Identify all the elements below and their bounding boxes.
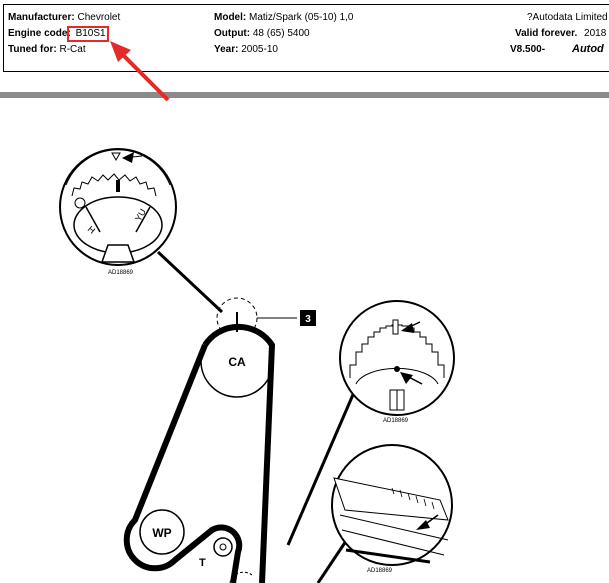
tensioner-label: T [199,557,206,569]
year-value: 2005-10 [241,44,278,55]
figure-code-2: AD18869 [383,418,409,424]
output-field: Output: 48 (65) 5400 [214,28,310,40]
valid-label: Valid forever. [515,28,578,39]
divider-bar [0,92,609,98]
engine-code-field: Engine code: B10S1 [8,28,106,40]
output-value: 48 (65) 5400 [252,28,310,39]
figure-code-3: AD18869 [367,568,393,574]
copyright-text: ?Autodata Limited [527,12,608,23]
header-info-box [3,4,609,72]
valid-field: Valid forever. 2018 [515,28,606,40]
callout-number: 3 [305,314,311,325]
valid-value: 2018 [584,28,607,39]
tuned-for-label: Tuned for: [8,44,57,55]
manufacturer-label: Manufacturer: [8,12,75,23]
camshaft-detail [59,148,177,266]
water-pump-pulley [139,509,185,555]
engine-code-label: Engine code: [8,28,71,39]
manufacturer-value: Chevrolet [77,12,121,23]
manufacturer-field: Manufacturer: Chevrolet [8,12,120,24]
year-label: Year: [214,44,239,55]
timing-belt [123,323,275,583]
crank-detail-upper [339,300,455,416]
tuned-for-value: R-Cat [59,44,86,55]
model-field: Model: Matiz/Spark (05-10) 1,0 [214,12,354,24]
version-field: V8.500- [510,44,545,56]
crank-detail-lower [331,444,453,566]
figure-code-1: AD18869 [108,270,134,276]
callout-badge [300,310,316,326]
model-value: Matiz/Spark (05-10) 1,0 [249,12,354,23]
tuned-for-field: Tuned for: R-Cat [8,44,86,56]
camshaft-label: CA [228,355,246,369]
model-label: Model: [214,12,247,23]
camshaft-mark-h: H [86,224,97,236]
water-pump-label: WP [152,526,171,540]
year-field: Year: 2005-10 [214,44,278,56]
version-text: V8.500- [510,44,546,55]
engine-code-value: B10S1 [75,28,106,39]
engine-code-highlight [67,26,109,42]
tensioner-pulley [213,537,233,557]
autodata-logo: Autod [572,43,604,55]
leader-line-2 [286,389,357,546]
output-label: Output: [214,28,251,39]
red-arrow [110,41,170,102]
leader-line-1 [156,250,224,314]
